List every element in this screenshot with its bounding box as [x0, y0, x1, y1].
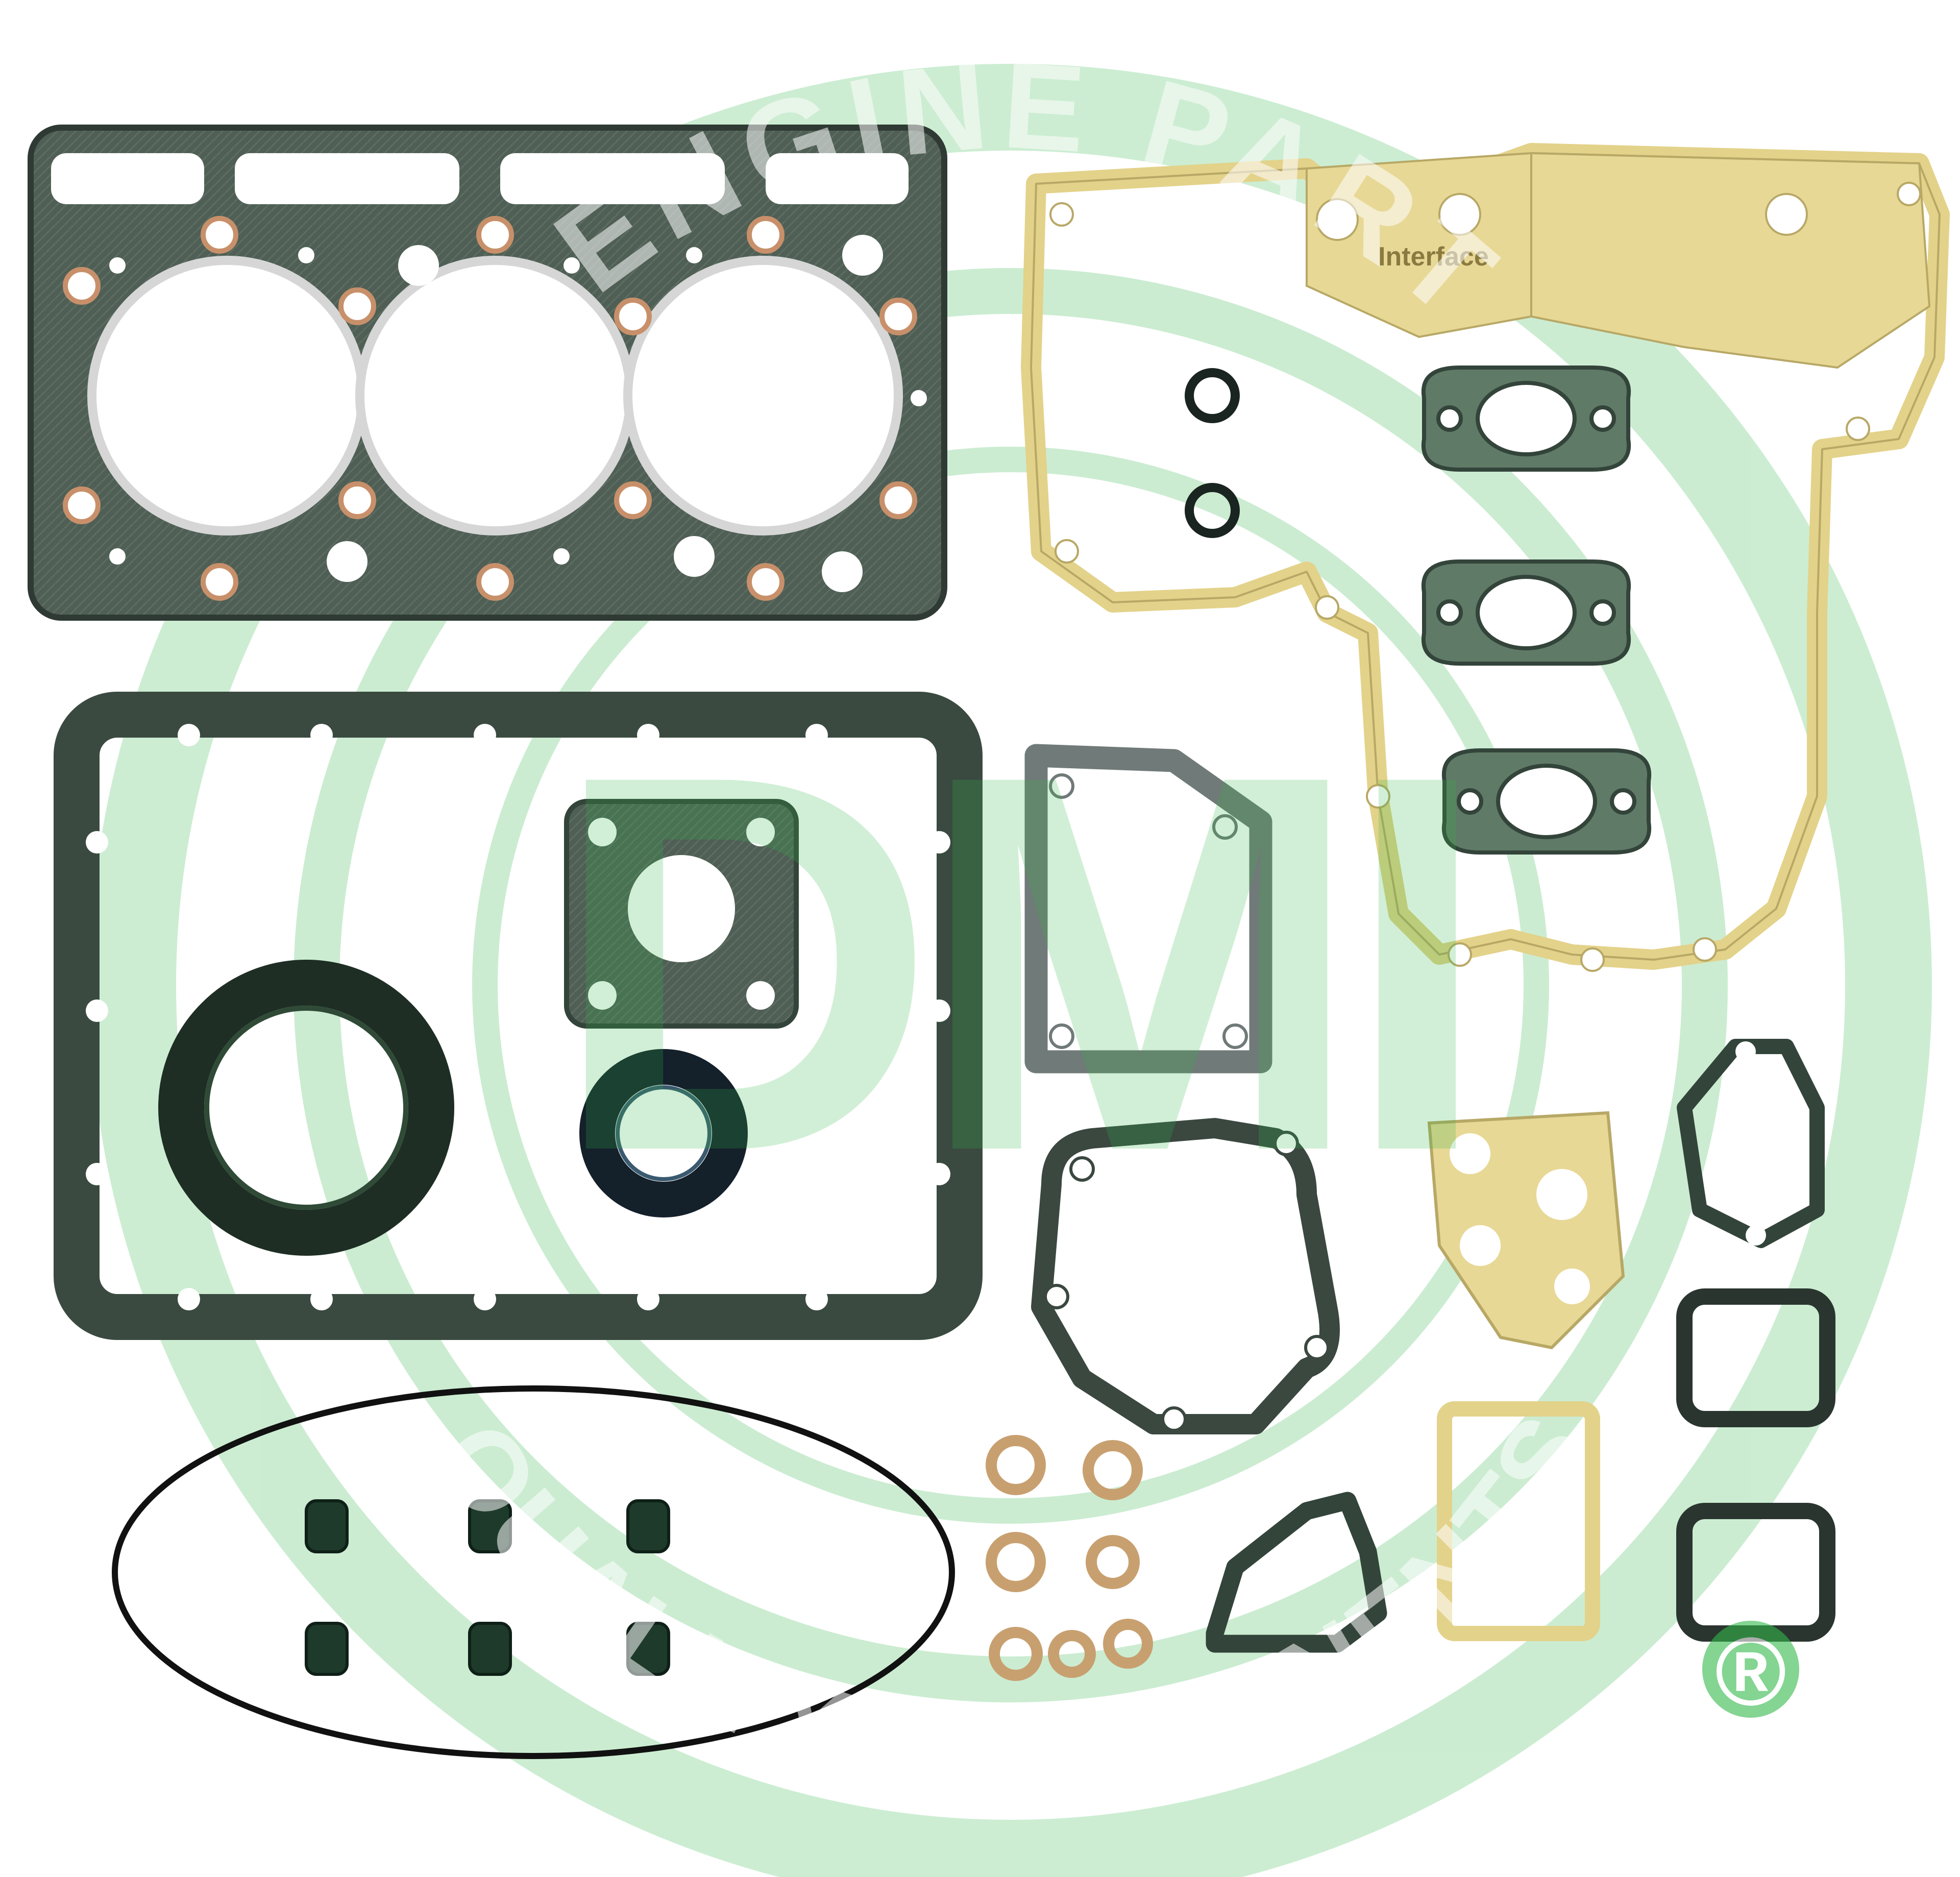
- rear-crank-seal: [158, 960, 454, 1256]
- manifold-gaskets: [1421, 365, 1652, 855]
- s-mark-icon: [186, 865, 242, 921]
- watermark-logo: DMI: [550, 663, 1492, 1262]
- flange-gasket: [564, 799, 799, 1029]
- fiber-plate-gasket: [1427, 1111, 1625, 1350]
- oil-pan-gasket: [54, 692, 983, 1340]
- registered-symbol: ®: [1715, 1618, 1786, 1726]
- o-rings: [1185, 368, 1240, 538]
- side-cover-gasket: [1024, 744, 1272, 1074]
- gasket-brand-print: Interface: [1378, 242, 1489, 272]
- front-crank-seal: [579, 1049, 748, 1217]
- brand-letters: DMI: [550, 663, 1472, 1262]
- housing-gasket: [1206, 1492, 1387, 1653]
- valve-stem-seals: [305, 1499, 670, 1676]
- timing-cover-gasket: Interface: [1021, 143, 1950, 972]
- large-o-ring: [112, 1385, 955, 1759]
- head-gasket: [28, 125, 947, 621]
- copper-washers: [986, 1435, 1153, 1681]
- registered-mark: ®: [1702, 1618, 1799, 1726]
- fiber-rect-gasket: [1437, 1401, 1600, 1641]
- water-pump-gasket: [1031, 1118, 1340, 1434]
- thermostat-gasket: [1677, 1039, 1825, 1248]
